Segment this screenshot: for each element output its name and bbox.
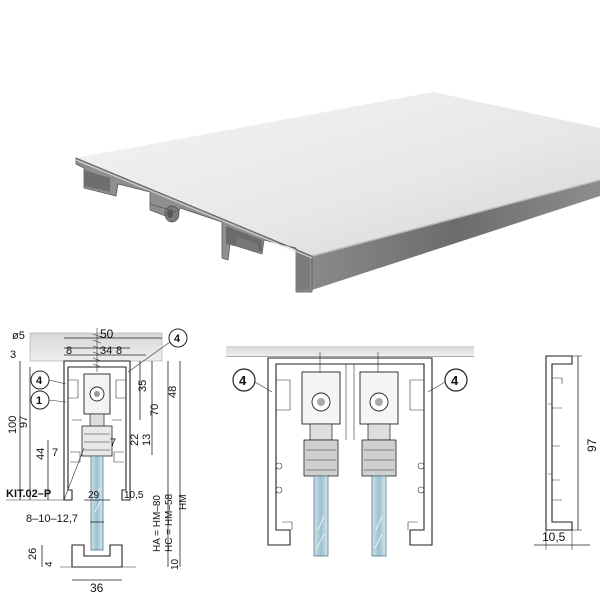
section-double-track: 4 4 bbox=[226, 346, 474, 557]
profile-top-face bbox=[76, 92, 600, 256]
dim-50: 50 bbox=[100, 327, 114, 341]
dim-ha: HA = HM–80 bbox=[152, 495, 163, 552]
callout-4-left: 4 bbox=[36, 375, 43, 387]
dim-10-5-side: 10,5 bbox=[542, 530, 566, 544]
dim-97-side: 97 bbox=[585, 438, 599, 452]
dim-hm: HM bbox=[178, 494, 189, 510]
dim-4: 4 bbox=[44, 561, 55, 567]
callout-4-right-2: 4 bbox=[451, 373, 459, 388]
dim-8a: 8 bbox=[66, 345, 72, 357]
kit-label: KIT.02–P bbox=[6, 488, 51, 500]
dim-10: 10 bbox=[170, 558, 181, 570]
callout-1: 1 bbox=[36, 395, 42, 407]
dim-70: 70 bbox=[149, 404, 161, 416]
dim-36: 36 bbox=[90, 581, 104, 595]
dim-13: 13 bbox=[141, 434, 153, 446]
section-detail-left: ø5 50 8 34 8 3 100 97 44 7 bbox=[6, 327, 189, 595]
dim-100: 100 bbox=[7, 416, 19, 434]
profile-front-face bbox=[312, 180, 600, 290]
dim-range: 8–10–12,7 bbox=[26, 513, 78, 525]
dim-34: 34 bbox=[100, 345, 112, 357]
dim-7b: 7 bbox=[110, 437, 116, 449]
callout-4-top: 4 bbox=[174, 333, 181, 345]
dim-d5: ø5 bbox=[12, 330, 25, 342]
dim-44: 44 bbox=[35, 448, 47, 460]
profile-end-section bbox=[75, 157, 313, 293]
dim-8b: 8 bbox=[116, 345, 122, 357]
dim-3: 3 bbox=[10, 349, 16, 361]
dim-29: 29 bbox=[88, 490, 100, 501]
dim-48: 48 bbox=[167, 386, 179, 398]
dim-97: 97 bbox=[18, 416, 30, 428]
dim-35: 35 bbox=[137, 380, 149, 392]
profile-3d-render bbox=[75, 92, 600, 293]
dim-26: 26 bbox=[27, 548, 39, 560]
trolley-right bbox=[359, 371, 399, 557]
callout-4-left-2: 4 bbox=[239, 373, 247, 388]
trolley-left bbox=[301, 371, 341, 557]
dim-10-5: 10,5 bbox=[124, 490, 144, 501]
section-profile-side: 97 10,5 bbox=[534, 355, 599, 550]
dim-hc: HC = HM–58 bbox=[164, 493, 175, 552]
dim-22: 22 bbox=[129, 434, 141, 446]
dim-7a: 7 bbox=[52, 447, 58, 459]
